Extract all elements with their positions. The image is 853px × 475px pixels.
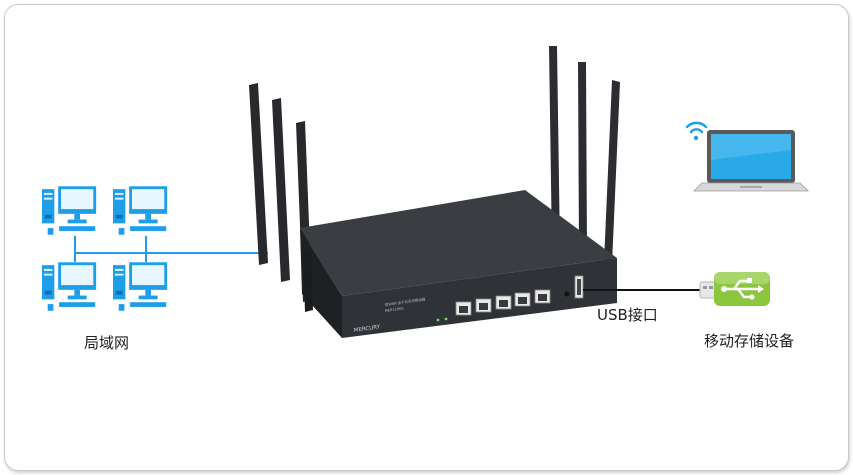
usb-port-label: USB接口 <box>597 306 658 324</box>
lan-computer-icon <box>113 186 168 235</box>
router-front <box>342 258 617 338</box>
lan-computer-icon <box>113 262 168 311</box>
laptop-icon <box>693 130 809 192</box>
router-brand: MERCURY <box>353 324 381 334</box>
usb-drive-icon <box>699 272 770 306</box>
router-ethernet-ports <box>455 289 551 316</box>
router-model-text: 双WAN 全千兆无线路由器 <box>384 296 426 307</box>
usb-symbol-icon <box>724 279 760 299</box>
router-device: MERCURY 双WAN 全千兆无线路由器 MER1200G <box>249 46 620 338</box>
lan-computer-icon <box>42 262 97 311</box>
router-leds <box>436 317 448 322</box>
router-top <box>300 190 617 296</box>
lan-computer-icon <box>42 186 97 235</box>
storage-device-label: 移动存储设备 <box>704 332 795 350</box>
router-model-number: MER1200G <box>385 306 405 313</box>
wifi-signal-icon <box>685 121 708 141</box>
lan-label: 局域网 <box>84 334 130 352</box>
router-reset-hole <box>564 291 570 297</box>
lan-connection-lines <box>74 236 268 262</box>
